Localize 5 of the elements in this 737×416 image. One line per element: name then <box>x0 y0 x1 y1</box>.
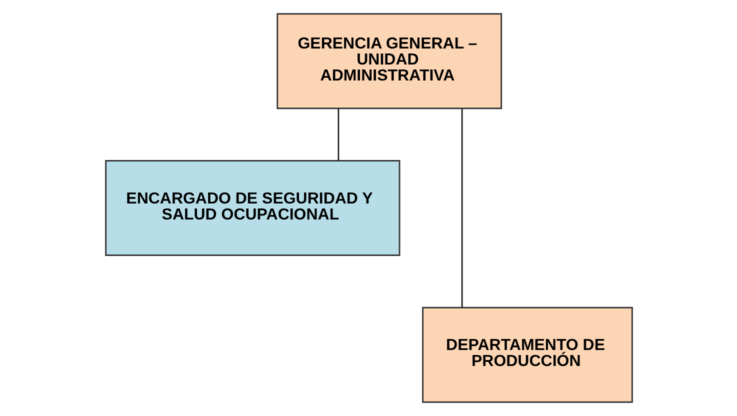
connector <box>460 108 462 308</box>
connector <box>337 108 339 160</box>
node-box: DEPARTAMENTO DE PRODUCCIÓN <box>422 306 632 403</box>
node-box: ENCARGADO DE SEGURIDAD Y SALUD OCUPACIONAL <box>104 160 400 256</box>
node-box: GERENCIA GENERAL – UNIDAD ADMINISTRATIVA <box>276 13 502 110</box>
